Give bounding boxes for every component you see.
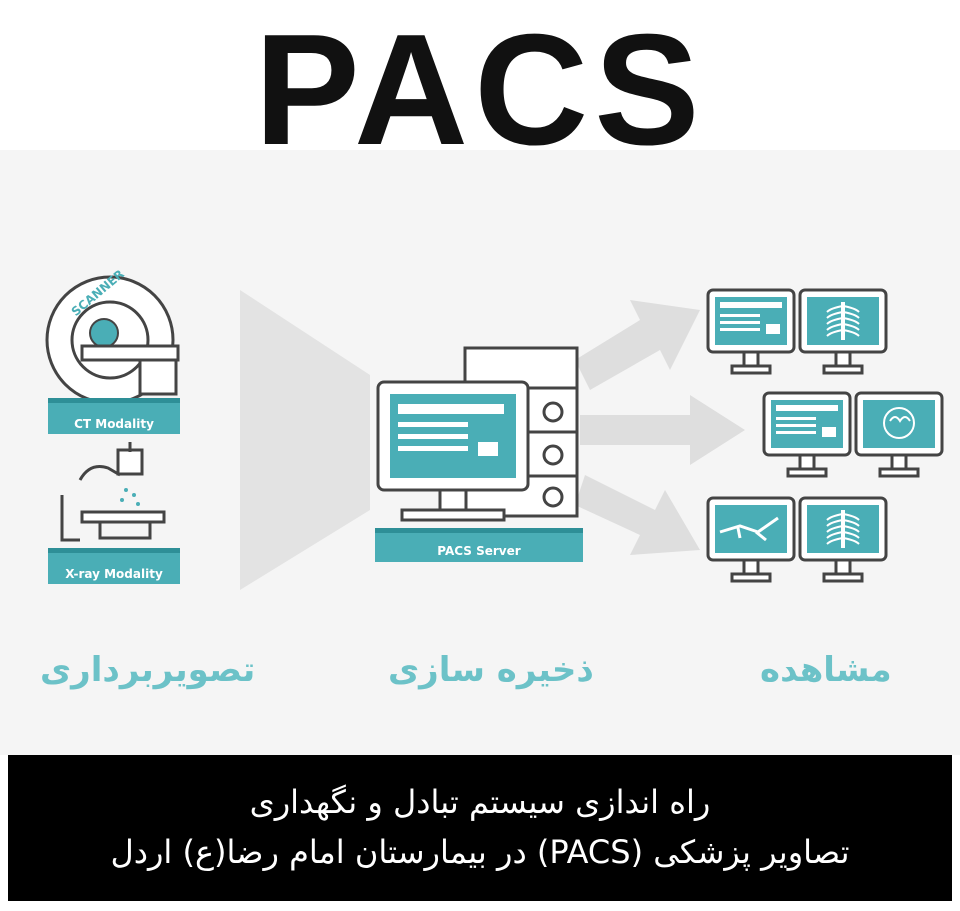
title-area: PACS <box>0 0 960 170</box>
pacs-diagram: SCANNER CT Modality X-ray Modality <box>0 150 960 755</box>
arrows-to-viewers <box>575 300 745 555</box>
server-monitor-icon <box>376 380 530 522</box>
caption-line-1: راه اندازی سیستم تبادل و نگهداری <box>249 783 711 821</box>
ct-scanner-icon: SCANNER <box>45 267 180 405</box>
viewer-monitor-2 <box>798 288 888 375</box>
xray-machine-icon <box>60 442 166 542</box>
viewer-monitors <box>706 288 944 583</box>
stage-storage-label: ذخیره سازی <box>388 650 594 690</box>
server-label-bar <box>375 528 583 562</box>
viewer-monitor-4 <box>854 391 944 478</box>
viewer-monitor-1 <box>706 288 796 375</box>
arrow-down <box>575 475 700 555</box>
pacs-server-label: PACS Server <box>437 544 520 558</box>
viewer-monitor-3 <box>762 391 852 478</box>
stage-viewing-label: مشاهده <box>760 650 892 690</box>
viewer-monitor-6 <box>798 496 888 583</box>
page-title: PACS <box>254 2 706 178</box>
ct-label-bar <box>48 398 180 434</box>
diagram-graphic: SCANNER CT Modality X-ray Modality <box>45 267 944 590</box>
ct-modality-label: CT Modality <box>74 417 154 431</box>
arrow-middle <box>580 395 745 465</box>
caption-line-2: تصاویر پزشکی (PACS) در بیمارستان امام رض… <box>110 833 850 871</box>
viewer-monitor-5 <box>706 496 796 583</box>
stage-imaging-label: تصویربرداری <box>40 650 256 690</box>
xray-label-bar <box>48 548 180 584</box>
arrow-up <box>575 300 700 390</box>
xray-modality-label: X-ray Modality <box>65 567 163 581</box>
funnel-shape <box>240 290 370 590</box>
caption-banner: راه اندازی سیستم تبادل و نگهداری تصاویر … <box>8 755 952 901</box>
